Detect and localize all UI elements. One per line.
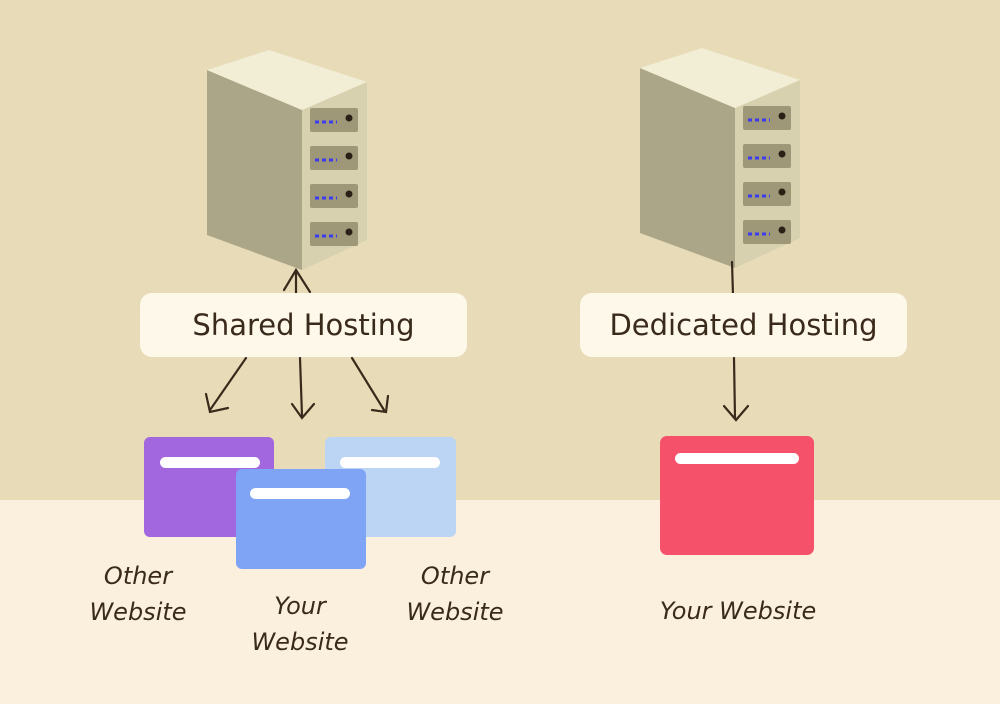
arrow-icon	[298, 356, 304, 418]
arrow-icon	[204, 392, 230, 414]
arrow-icon	[350, 356, 386, 412]
arrow-icon	[290, 402, 316, 420]
shared-arrows	[204, 267, 390, 420]
arrow-icon	[370, 394, 390, 414]
arrow-icon	[732, 356, 737, 420]
caption-your-website-dedicated: Your Website	[659, 597, 817, 625]
dedicated-arrows	[722, 260, 750, 422]
arrow-icon	[208, 356, 248, 412]
arrow-icon	[282, 267, 312, 294]
caption-other-website-right: Other Website	[406, 562, 504, 626]
caption-your-website-shared: Your Website	[251, 592, 349, 656]
your-website-shared-window-icon	[236, 469, 366, 569]
dedicated-hosting-text: Dedicated Hosting	[609, 308, 878, 342]
dedicated-hosting-label: Dedicated Hosting	[580, 293, 907, 357]
arrow-icon	[722, 404, 750, 422]
caption-other-website-left: Other Website	[89, 562, 187, 626]
your-website-dedicated-window-icon	[660, 436, 814, 555]
background-top	[0, 0, 1000, 500]
dedicated-server-icon	[638, 46, 802, 270]
shared-hosting-text: Shared Hosting	[192, 308, 415, 342]
arrow-icon	[730, 260, 735, 297]
shared-hosting-label: Shared Hosting	[140, 293, 467, 357]
shared-server-icon	[205, 48, 369, 272]
